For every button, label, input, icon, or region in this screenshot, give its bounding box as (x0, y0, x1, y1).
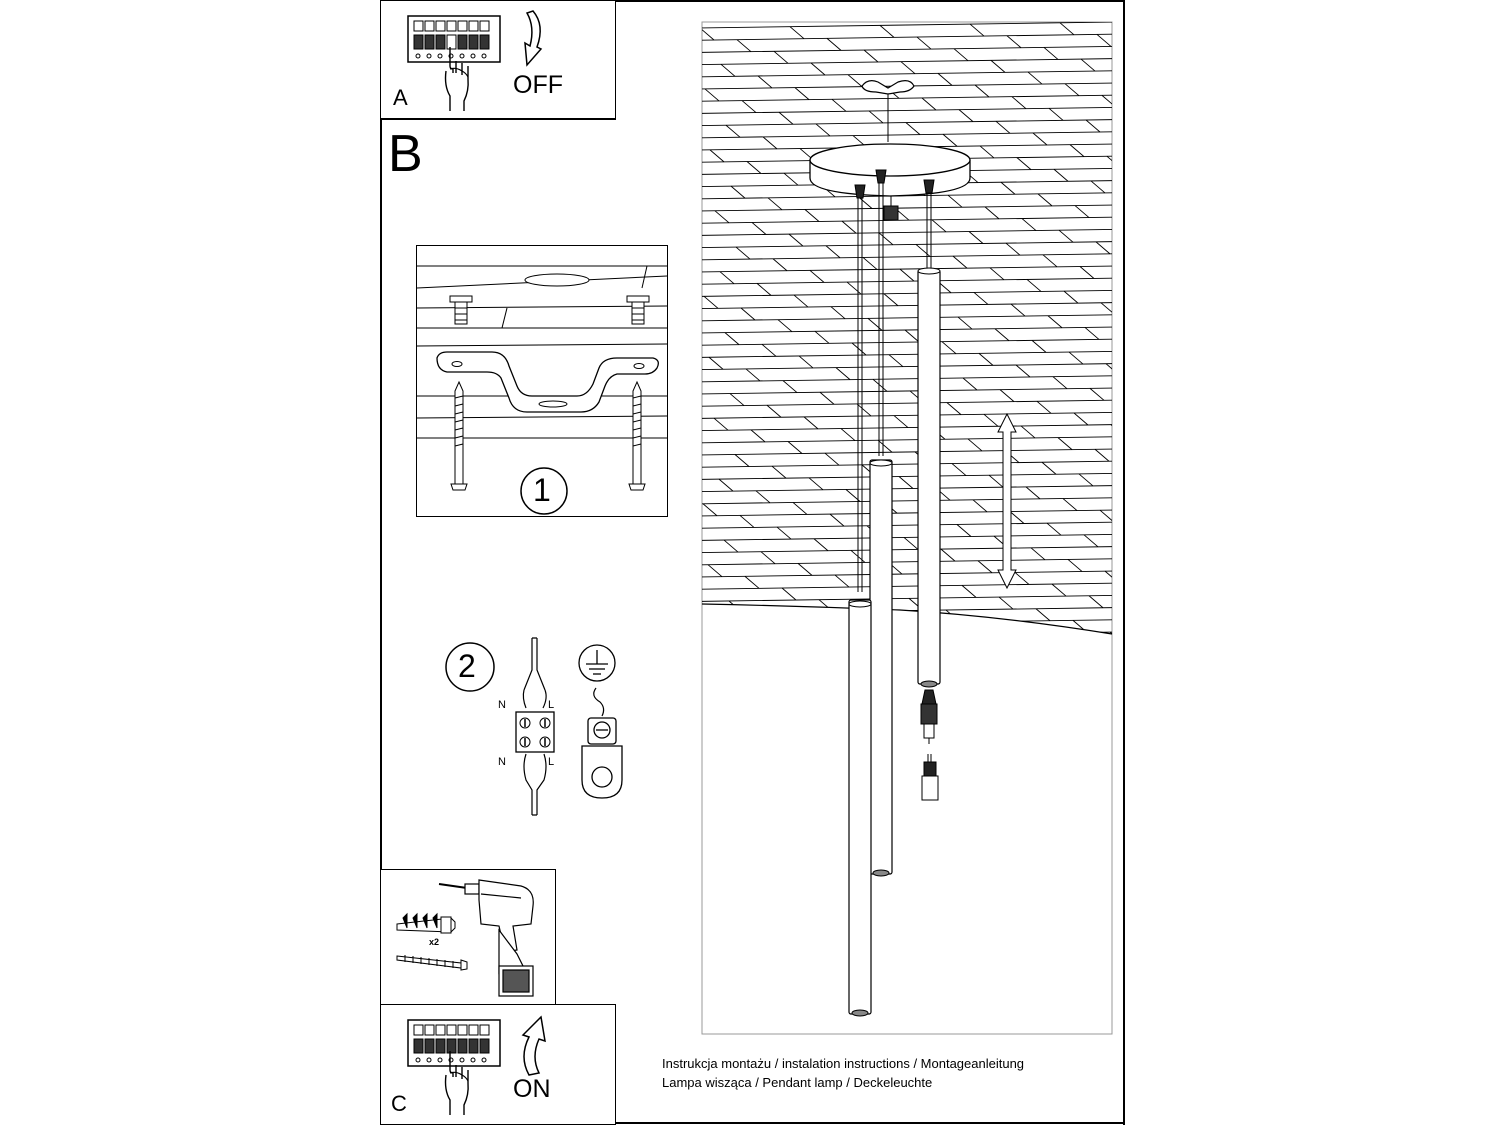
footer-line-2: Lampa wisząca / Pendant lamp / Deckeleuc… (662, 1075, 933, 1090)
right-frame-line (1123, 0, 1125, 1125)
step-b-letter: B (388, 125, 423, 183)
height-adjust-arrow-icon (997, 412, 1017, 590)
switch-up-arrow-icon (521, 1015, 546, 1076)
screw-icon (396, 955, 468, 971)
neutral-label-top: N (498, 699, 506, 711)
neutral-label-bottom: N (498, 756, 506, 768)
breaker-panel-icon (407, 15, 501, 111)
step-a-panel: A OFF (380, 0, 616, 119)
step-c-letter: C (391, 1091, 407, 1116)
drill-icon (438, 879, 534, 997)
pendant-lamp-installation-diagram (701, 21, 1113, 1035)
switch-down-arrow-icon (524, 10, 543, 67)
detail-1-number: 1 (533, 472, 551, 508)
detail-1-panel: 1 (416, 245, 668, 517)
live-label-bottom: L (548, 756, 555, 768)
quantity-label: x2 (429, 937, 440, 947)
step-c-on-label: ON (513, 1075, 551, 1103)
wall-plug-icon (449, 295, 650, 325)
live-label-top: L (548, 699, 555, 711)
step-2-circle (445, 642, 495, 692)
bulb-socket-icon (920, 689, 938, 744)
ceiling-hole (524, 273, 590, 287)
bottom-frame-line (380, 1122, 1124, 1124)
led-bulb-icon (921, 754, 939, 801)
left-frame-line (380, 0, 382, 1125)
wiring-diagram (445, 637, 623, 816)
step-a-letter: A (393, 85, 408, 110)
step-a-off-label: OFF (513, 71, 563, 99)
wall-plug-icon (396, 912, 456, 934)
step-b-divider (380, 118, 616, 120)
bracket-icon (436, 351, 659, 413)
ceiling-bracket-icon (861, 80, 915, 95)
screw-icon (450, 380, 646, 491)
detail-2-number: 2 (458, 648, 476, 684)
canopy-icon (809, 143, 971, 197)
drill-panel: x2 (380, 869, 556, 1005)
step-c-panel: C ON (380, 1004, 616, 1125)
ground-terminal-icon (581, 717, 623, 799)
step-1-circle (520, 467, 568, 515)
top-right-frame-line (615, 0, 1124, 2)
breaker-panel-icon (407, 1019, 501, 1115)
drill-and-plug-diagram (396, 879, 534, 997)
mounting-bracket-diagram (417, 265, 667, 515)
footer-line-1: Instrukcja montażu / instalation instruc… (662, 1056, 1025, 1071)
lamp-tube-icon (848, 269, 941, 1015)
